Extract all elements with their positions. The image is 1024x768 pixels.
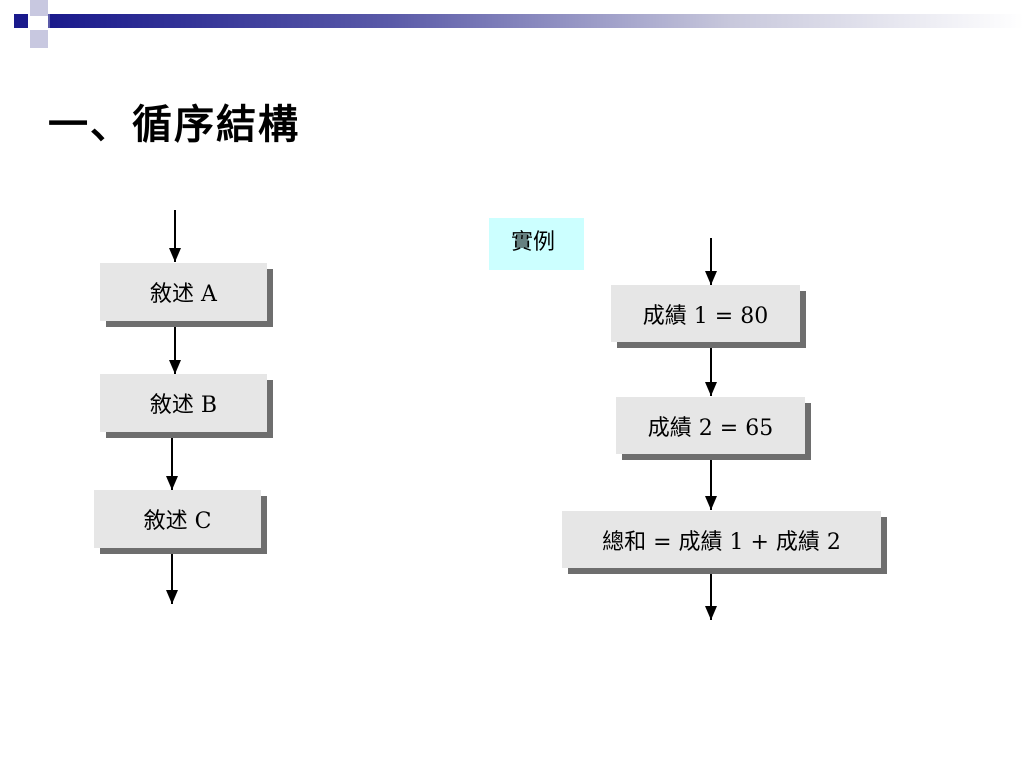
arrowhead [705,606,717,620]
banner-gradient-bar [50,14,1024,28]
header-banner [0,0,1024,48]
banner-square-dark [14,14,28,28]
banner-square-light [30,30,48,48]
arrowhead [166,476,178,490]
sum-box: 總和 = 成績 1 + 成績 2 [562,511,881,568]
score-2-box: 成績 2 = 65 [616,397,805,454]
statement-box-b: 敘述 B [100,374,267,432]
arrowhead [705,496,717,510]
statement-box-a: 敘述 A [100,263,267,321]
arrowhead [705,382,717,396]
banner-square-light [30,0,48,16]
arrowhead [166,590,178,604]
example-label: 實例 [489,218,584,270]
arrowhead [705,271,717,285]
score-1-box: 成績 1 = 80 [611,285,800,342]
slide-title: 一、循序結構 [48,101,300,148]
statement-box-c: 敘述 C [94,490,261,548]
arrowhead [169,248,181,262]
arrowhead [169,360,181,374]
